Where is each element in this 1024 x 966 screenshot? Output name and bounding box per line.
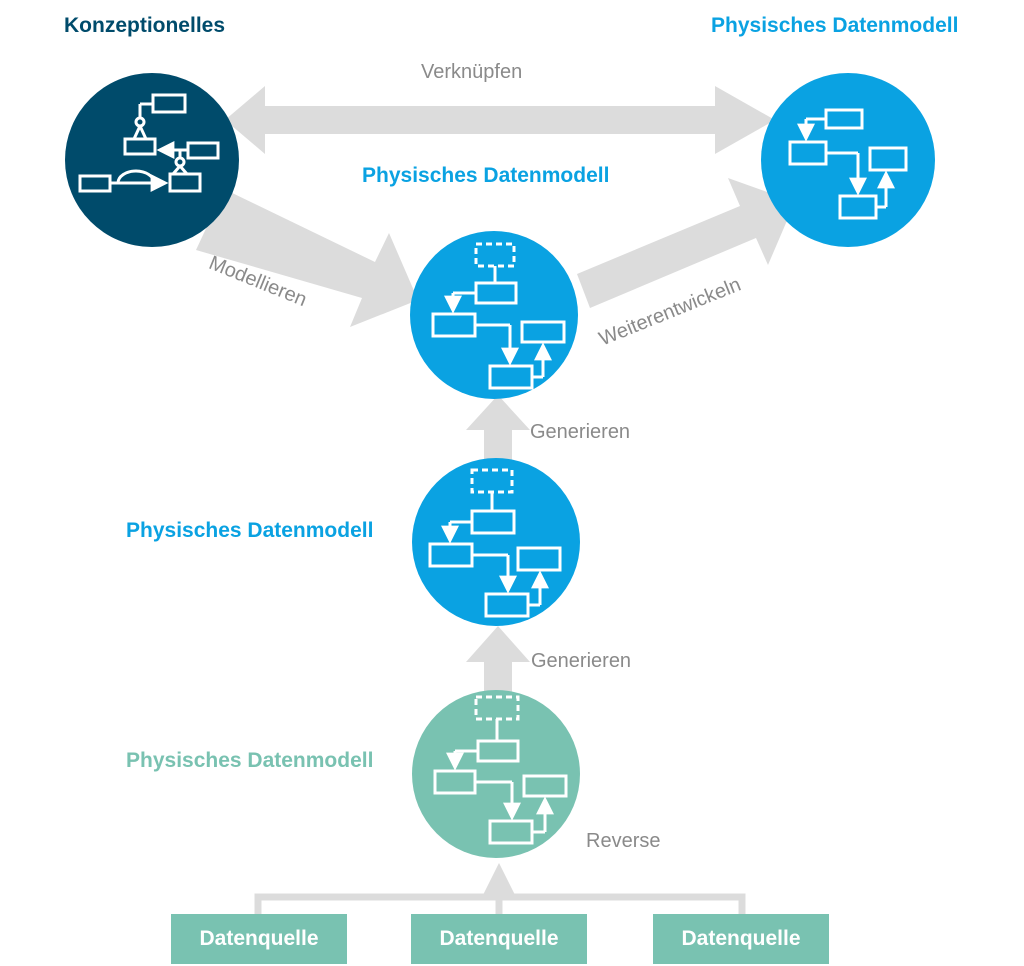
title-physical-top-right: Physisches Datenmodell xyxy=(711,14,959,37)
physical-model-icon xyxy=(788,108,908,220)
label-verknuepfen: Verknüpfen xyxy=(421,61,523,83)
physical-model-icon xyxy=(431,242,566,390)
title-physical-bottom-left: Physisches Datenmodell xyxy=(126,749,374,772)
physical-model-node-top-right[interactable] xyxy=(761,73,935,247)
conceptual-model-node[interactable] xyxy=(65,73,239,247)
datasource-box[interactable]: Datenquelle xyxy=(171,914,347,964)
arrow-generieren-upper xyxy=(466,395,530,470)
arrow-weiterentwickeln xyxy=(577,178,795,308)
arrow-verknuepfen xyxy=(225,86,775,154)
label-generieren-lower: Generieren xyxy=(531,650,632,672)
title-physical-mid-left: Physisches Datenmodell xyxy=(126,519,374,542)
datasource-box[interactable]: Datenquelle xyxy=(653,914,829,964)
physical-model-node-bottom[interactable] xyxy=(412,690,580,858)
physical-model-icon xyxy=(433,695,568,845)
arrow-modellieren xyxy=(196,190,418,327)
label-generieren-upper: Generieren xyxy=(530,421,631,443)
datasource-box[interactable]: Datenquelle xyxy=(411,914,587,964)
title-physical-center: Physisches Datenmodell xyxy=(362,164,610,187)
physical-model-node-mid[interactable] xyxy=(412,458,580,626)
er-diagram-icon xyxy=(78,93,220,193)
physical-model-icon xyxy=(428,468,562,618)
reverse-connectors xyxy=(254,863,746,915)
arrow-generieren-lower xyxy=(466,626,530,700)
title-conceptual: Konzeptionelles xyxy=(64,14,226,37)
label-reverse: Reverse xyxy=(586,830,661,852)
